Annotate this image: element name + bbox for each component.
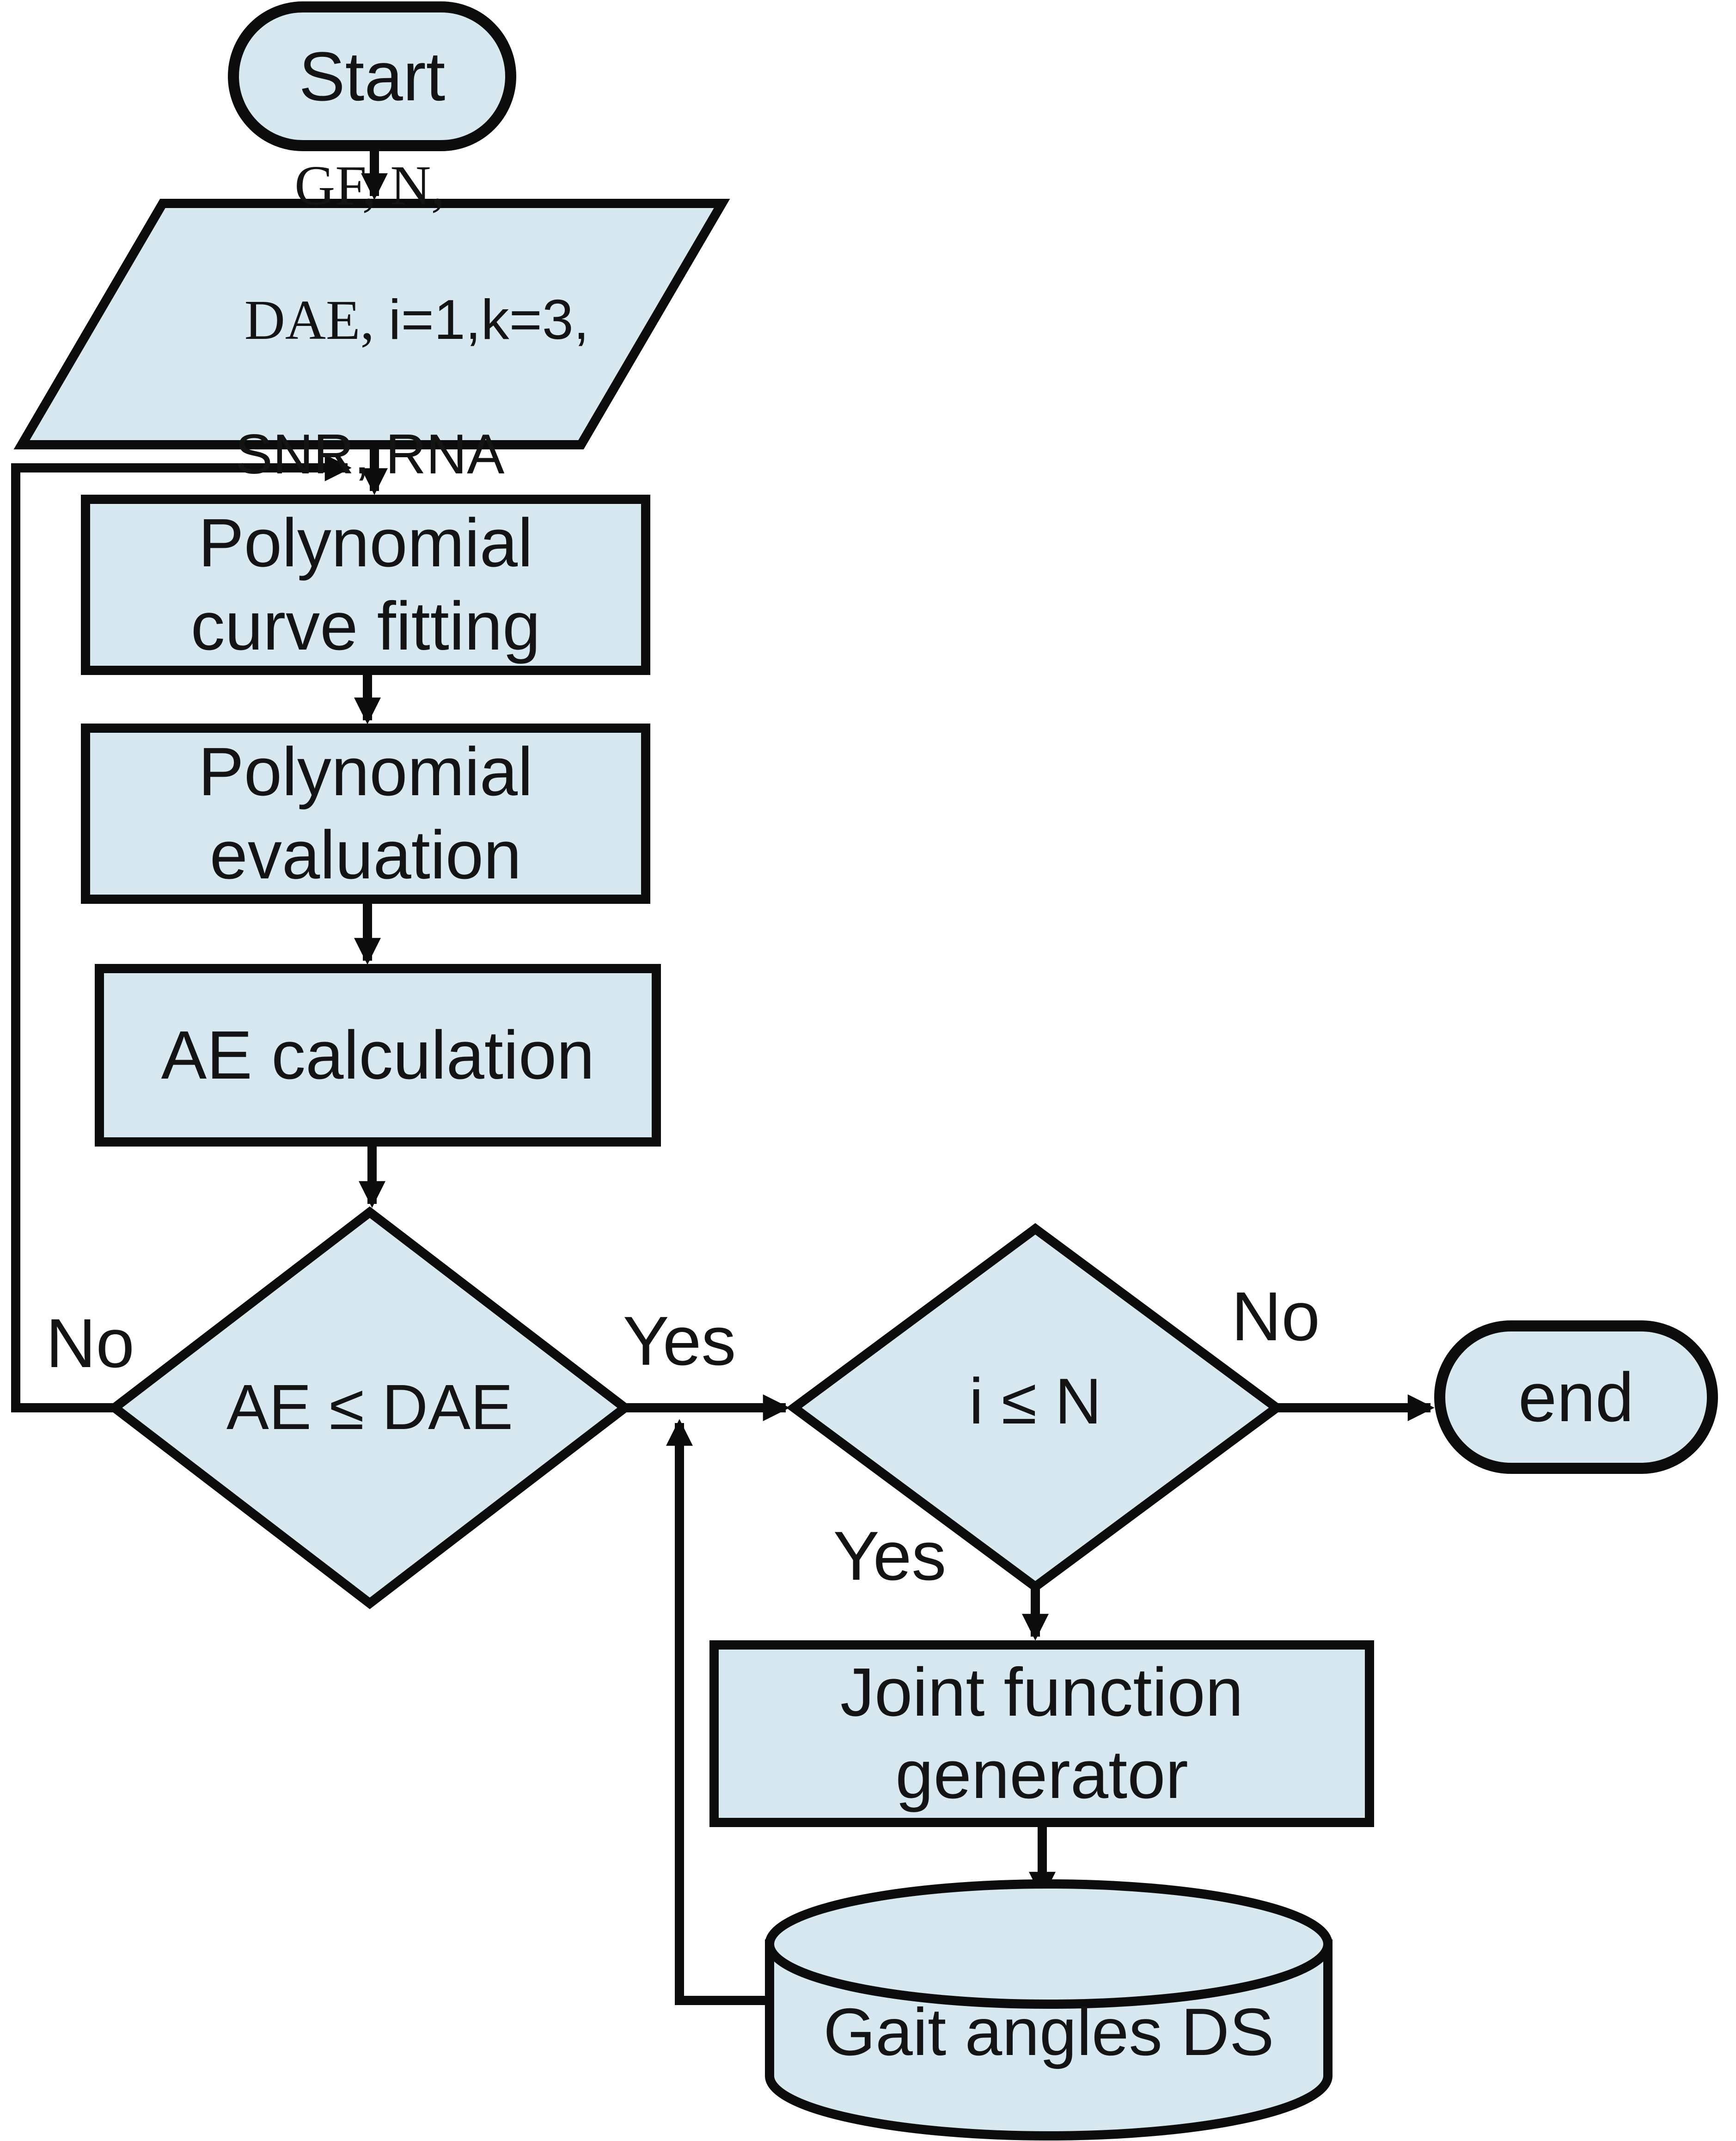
evaluation-box-shape — [81, 724, 650, 904]
i-decision-diamond-shape — [786, 1223, 1284, 1593]
input-text-line2: DAE, i=1,k=3, — [150, 219, 589, 421]
i-yes-label: Yes — [833, 1517, 947, 1595]
joint-box-shape — [709, 1640, 1374, 1827]
datastore-cylinder-shape — [765, 1879, 1333, 2141]
evaluation-label-line1: Polynomial — [198, 734, 533, 810]
joint-label: Joint function generator — [714, 1645, 1369, 1822]
no-loop-return-arrow — [11, 454, 352, 1412]
datastore-label: Gait angles DS — [823, 1994, 1274, 2069]
i-decision-label: i ≤ N — [969, 1364, 1102, 1437]
end-label: end — [1518, 1358, 1634, 1436]
ae-calc-box-shape — [95, 964, 661, 1147]
fitting-label: Polynomial curve fitting — [86, 499, 646, 670]
ae-no-label: No — [46, 1304, 134, 1382]
start-node-shape — [228, 1, 516, 151]
input-text-line3: SNR, RNA — [235, 423, 505, 485]
input-text: GF, N, DAE, i=1,k=3, SNR, RNA — [46, 154, 693, 485]
input-text-line2-sans: i=1,k=3, — [388, 288, 589, 351]
evaluation-label-line2: evaluation — [209, 817, 522, 893]
fitting-label-line2: curve fitting — [190, 588, 541, 664]
input-text-line1: GF, N, — [294, 154, 445, 217]
end-node-shape — [1434, 1320, 1718, 1474]
ae-calc-label: AE calculation — [161, 1017, 595, 1093]
fitting-box-shape — [81, 495, 650, 675]
joint-label-line2: generator — [895, 1736, 1188, 1813]
input-parallelogram-shape — [13, 199, 730, 449]
start-label: Start — [299, 37, 446, 115]
evaluation-label: Polynomial evaluation — [86, 728, 646, 899]
ae-decision-label: AE ≤ DAE — [226, 1372, 513, 1443]
ae-decision-diamond-shape — [107, 1206, 633, 1609]
input-text-line2-serif: DAE, — [244, 289, 389, 351]
ae-yes-label: Yes — [623, 1302, 736, 1380]
joint-label-line1: Joint function — [840, 1654, 1244, 1730]
i-no-label: No — [1231, 1277, 1320, 1355]
datastore-feedback-arrow — [666, 1419, 770, 2005]
fitting-label-line1: Polynomial — [198, 505, 533, 581]
